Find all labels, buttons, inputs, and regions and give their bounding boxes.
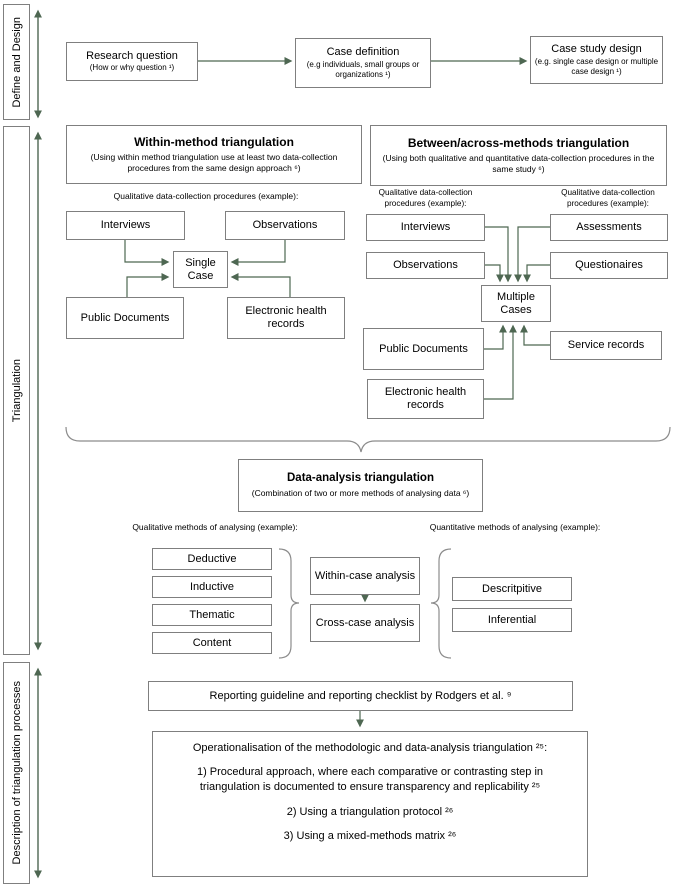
box-method-deductive: Deductive — [152, 548, 272, 570]
header-within-method: Within-method triangulation (Using withi… — [66, 125, 362, 184]
method-content-label: Content — [192, 636, 232, 649]
bm-observations-label: Observations — [393, 259, 458, 272]
between-methods-title: Between/across-methods triangulation — [407, 136, 630, 151]
box-method-content: Content — [152, 632, 272, 654]
arrow-interviews-to-single — [124, 240, 170, 266]
box-cross-case-analysis: Cross-case analysis — [310, 604, 420, 642]
header-data-analysis: Data-analysis triangulation (Combination… — [238, 459, 483, 512]
sidebar-section-triangulation: Triangulation — [3, 126, 30, 655]
wm-interviews-label: Interviews — [100, 219, 151, 232]
box-method-descriptive: Descritpitive — [452, 577, 572, 601]
arrow-b-questionaires-to-multiple — [523, 264, 550, 283]
arrow-observations-to-single — [230, 240, 286, 266]
case-definition-subtitle: (e.g individuals, small groups or organi… — [306, 59, 420, 79]
brace-quantitative-methods — [430, 548, 452, 659]
research-question-subtitle: (How or why question ¹) — [89, 63, 175, 73]
box-wm-observations: Observations — [225, 211, 345, 240]
sidebar-section-define-and-design: Define and Design — [3, 4, 30, 120]
box-case-definition: Case definition (e.g individuals, small … — [295, 38, 431, 88]
sidebar-label-define-and-design: Define and Design — [10, 16, 23, 108]
bm-assessments-label: Assessments — [576, 221, 642, 234]
case-study-design-title: Case study design — [551, 43, 642, 56]
operationalisation-item-2: 2) Using a triangulation protocol ²⁶ — [286, 805, 454, 818]
between-left-group-label: Qualitative data-collection procedures (… — [378, 188, 473, 209]
research-question-title: Research question — [86, 49, 178, 62]
arrow-b-publicdocs-to-multiple — [484, 324, 507, 350]
box-bm-assessments: Assessments — [550, 214, 668, 241]
arrow-ehr-to-single — [230, 273, 291, 297]
method-descriptive-label: Descritpitive — [482, 582, 542, 595]
bm-interviews-label: Interviews — [400, 221, 451, 234]
case-definition-title: Case definition — [326, 46, 400, 59]
reporting-guideline-label: Reporting guideline and reporting checkl… — [209, 689, 512, 702]
box-wm-public-documents: Public Documents — [66, 297, 184, 339]
brace-triangulation-sections — [65, 426, 671, 453]
box-multiple-cases: Multiple Cases — [481, 285, 551, 322]
sidebar-label-triangulation: Triangulation — [10, 358, 23, 423]
box-bm-interviews: Interviews — [366, 214, 485, 241]
bm-ehr-label: Electronic health records — [384, 386, 467, 411]
box-method-thematic: Thematic — [152, 604, 272, 626]
data-analysis-title: Data-analysis triangulation — [287, 472, 434, 485]
box-within-case-analysis: Within-case analysis — [310, 557, 420, 595]
wm-public-documents-label: Public Documents — [80, 311, 170, 324]
arrow-publicdocs-to-single — [126, 273, 170, 297]
between-methods-subtitle: (Using both qualitative and quantitative… — [382, 152, 655, 174]
method-inferential-label: Inferential — [487, 613, 537, 626]
box-bm-ehr: Electronic health records — [367, 379, 484, 419]
brace-qualitative-methods — [278, 548, 300, 659]
box-bm-questionaires: Questionaires — [550, 252, 668, 279]
operationalisation-item-3: 3) Using a mixed-methods matrix ²⁶ — [283, 830, 457, 843]
header-between-methods: Between/across-methods triangulation (Us… — [370, 125, 667, 186]
box-bm-service-records: Service records — [550, 331, 662, 360]
case-study-design-subtitle: (e.g. single case design or multiple cas… — [534, 56, 659, 76]
arrow-b-assessments-to-multiple — [514, 226, 550, 283]
within-method-group-label: Qualitative data-collection procedures (… — [113, 191, 299, 201]
operationalisation-title: Operationalisation of the methodologic a… — [192, 742, 548, 754]
wm-observations-label: Observations — [252, 219, 318, 232]
arrow-b-ehr-to-multiple — [484, 324, 517, 400]
between-right-group-label: Qualitative data-collection procedures (… — [561, 188, 655, 209]
box-reporting-guideline: Reporting guideline and reporting checkl… — [148, 681, 573, 711]
method-inductive-label: Inductive — [189, 580, 235, 593]
sidebar-label-description: Description of triangulation processes — [10, 681, 23, 865]
quantitative-methods-label: Quantitative methods of analysing (examp… — [429, 522, 601, 532]
box-research-question: Research question (How or why question ¹… — [66, 42, 198, 81]
box-operationalisation: Operationalisation of the methodologic a… — [152, 731, 588, 877]
bm-questionaires-label: Questionaires — [575, 259, 643, 272]
method-thematic-label: Thematic — [189, 608, 235, 621]
within-case-analysis-label: Within-case analysis — [314, 569, 416, 582]
box-method-inferential: Inferential — [452, 608, 572, 632]
arrow-b-servicerecords-to-multiple — [520, 324, 550, 346]
sidebar-section-description: Description of triangulation processes — [3, 662, 30, 884]
wm-ehr-label: Electronic health records — [245, 305, 327, 330]
bm-public-documents-label: Public Documents — [379, 342, 468, 355]
operationalisation-item-1: 1) Procedural approach, where each compa… — [196, 765, 544, 793]
arrow-b-interviews-to-multiple — [485, 226, 512, 283]
within-method-subtitle: (Using within method triangulation use a… — [90, 151, 338, 173]
box-wm-ehr: Electronic health records — [227, 297, 345, 339]
arrow-b-observations-to-multiple — [485, 264, 504, 283]
box-method-inductive: Inductive — [152, 576, 272, 598]
box-wm-interviews: Interviews — [66, 211, 185, 240]
qualitative-methods-label: Qualitative methods of analysing (exampl… — [132, 522, 298, 532]
within-method-title: Within-method triangulation — [134, 135, 294, 150]
single-case-label: Single Case — [185, 256, 216, 282]
method-deductive-label: Deductive — [187, 552, 237, 565]
box-case-study-design: Case study design (e.g. single case desi… — [530, 36, 663, 84]
box-bm-observations: Observations — [366, 252, 485, 279]
box-single-case: Single Case — [173, 251, 228, 288]
cross-case-analysis-label: Cross-case analysis — [315, 616, 415, 629]
bm-service-records-label: Service records — [567, 339, 645, 352]
multiple-cases-label: Multiple Cases — [497, 290, 535, 316]
box-bm-public-documents: Public Documents — [363, 328, 484, 370]
data-analysis-subtitle: (Combination of two or more methods of a… — [251, 487, 470, 498]
